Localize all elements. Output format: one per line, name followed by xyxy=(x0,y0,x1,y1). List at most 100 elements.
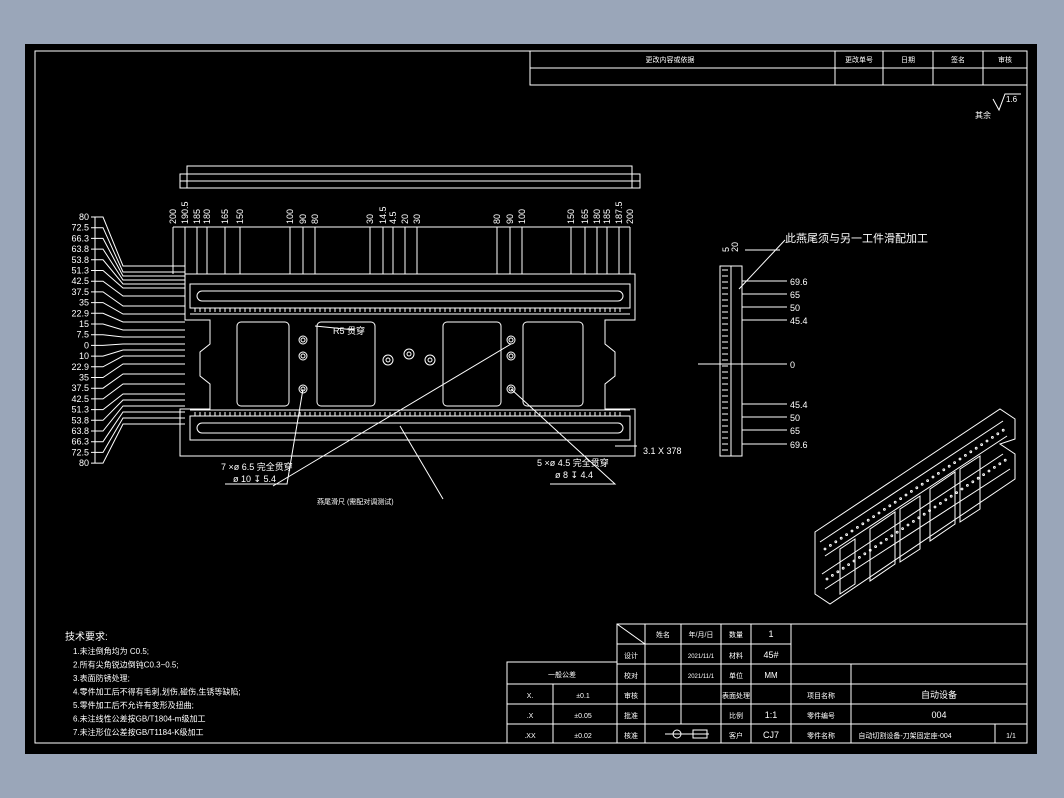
rev-change-no: 更改单号 xyxy=(845,55,873,64)
tb-design: 设计 xyxy=(624,651,638,660)
tb-check-date: 2021/11/1 xyxy=(688,674,715,680)
hole1-counterbore: ø 10 ↧ 5.4 xyxy=(233,474,276,484)
tech-req-item: 7.未注形位公差按GB/T1184-K级加工 xyxy=(73,727,204,737)
front-view xyxy=(179,273,636,457)
left-dim-leader xyxy=(91,280,185,297)
left-dim-label: 72.5 xyxy=(71,447,89,457)
tb-unit-label: 单位 xyxy=(729,671,743,680)
right-dim-label: 45.4 xyxy=(790,400,808,410)
tb-material: 45# xyxy=(763,650,778,660)
isometric-teeth xyxy=(823,428,1007,581)
tb-material-label: 材料 xyxy=(729,651,743,660)
tol-value: ±0.1 xyxy=(576,693,590,700)
r5-leader xyxy=(314,325,356,331)
top-dim-label: 185 xyxy=(192,209,202,224)
side-top-dim-label: 5 xyxy=(721,247,731,252)
tb-scale: 1:1 xyxy=(765,710,778,720)
right-dimension-leaders xyxy=(742,280,787,445)
left-dim-leader xyxy=(91,349,185,357)
side-note-leader xyxy=(738,239,786,290)
tb-surface-label: 表面处理 xyxy=(722,691,750,700)
left-dim-leader xyxy=(91,363,185,378)
left-dim-label: 51.3 xyxy=(71,405,89,415)
left-dim-label: 63.8 xyxy=(71,426,89,436)
left-dim-leader xyxy=(91,312,185,323)
top-dim-label: 100 xyxy=(517,209,527,224)
top-edge-view xyxy=(179,165,641,189)
tb-partname-label: 零件名称 xyxy=(807,731,835,740)
top-dim-label: 100 xyxy=(285,209,295,224)
right-dim-label: 65 xyxy=(790,426,800,436)
tb-sheet: 1/1 xyxy=(1006,733,1016,740)
top-dim-label: 20 xyxy=(400,214,410,224)
right-dim-label: 65 xyxy=(790,290,800,300)
left-dim-leader xyxy=(91,227,185,273)
tb-partno-label: 零件编号 xyxy=(807,711,835,720)
hole1-spec: 7 ×ø 6.5 完全贯穿 xyxy=(221,461,293,472)
tb-name-hdr: 姓名 xyxy=(656,630,670,639)
left-dim-leader xyxy=(91,423,185,464)
dovetail-leader xyxy=(272,343,512,487)
tb-review: 审核 xyxy=(624,691,638,700)
drawing-border xyxy=(34,50,1028,744)
tb-date-hdr: 年/月/日 xyxy=(689,630,714,639)
tb-project: 自动设备 xyxy=(921,689,957,700)
left-dim-leader xyxy=(91,417,185,453)
roughness-value: 1.6 xyxy=(1006,95,1018,104)
left-dim-label: 22.9 xyxy=(71,308,89,318)
tech-req-item: 6.未注线性公差按GB/T1804-m级加工 xyxy=(73,714,205,724)
tol-key: .XX xyxy=(524,733,536,740)
left-dim-leader xyxy=(91,237,185,277)
left-dim-leader xyxy=(91,334,185,338)
rev-date: 日期 xyxy=(901,56,915,64)
tb-check: 校对 xyxy=(624,671,638,680)
r5-note: R5 贯穿 xyxy=(333,325,365,336)
left-dim-label: 66.3 xyxy=(71,233,89,243)
top-dim-label: 4.5 xyxy=(388,211,398,224)
hole1-leader xyxy=(225,388,304,485)
right-dim-label: 69.6 xyxy=(790,277,808,287)
side-top-dim-label: 20 xyxy=(730,242,740,252)
tb-project-label: 项目名称 xyxy=(807,691,835,700)
left-dim-leader xyxy=(91,383,185,400)
top-dim-label: 80 xyxy=(310,214,320,224)
side-view xyxy=(698,249,780,457)
left-dim-label: 66.3 xyxy=(71,437,89,447)
tb-design-date: 2021/11/1 xyxy=(688,654,715,660)
tb-customer-label: 客户 xyxy=(729,731,743,740)
left-dim-leader xyxy=(91,411,185,443)
side-view-teeth xyxy=(722,269,728,451)
left-dim-leader xyxy=(91,393,185,411)
left-dim-label: 35 xyxy=(79,373,89,383)
top-dim-label: 150 xyxy=(235,209,245,224)
top-dim-label: 90 xyxy=(505,214,515,224)
rev-approve: 审核 xyxy=(998,55,1012,64)
left-dim-leader xyxy=(91,405,185,432)
top-dim-label: 80 xyxy=(492,214,502,224)
tol-value: ±0.02 xyxy=(574,733,592,740)
left-dim-label: 37.5 xyxy=(71,287,89,297)
tb-partname: 自动切割设备-刀架固定座-004 xyxy=(858,731,951,740)
dovetail-note: 燕尾滑尺 (需配对调测试) xyxy=(317,497,394,506)
left-dim-leader xyxy=(91,373,185,389)
top-dim-label: 185 xyxy=(602,209,612,224)
top-dimension-leaders xyxy=(172,226,631,274)
left-dim-leader xyxy=(91,248,185,281)
right-dim-label: 69.6 xyxy=(790,440,808,450)
isometric-view xyxy=(814,408,1016,605)
tol-header: 一般公差 xyxy=(548,670,576,679)
top-dim-label: 30 xyxy=(412,214,422,224)
left-dim-label: 42.5 xyxy=(71,394,89,404)
hole2-counterbore: ø 8 ↧ 4.4 xyxy=(555,470,593,480)
tol-key: X. xyxy=(527,693,534,700)
top-dim-label: 30 xyxy=(365,214,375,224)
top-dim-label: 180 xyxy=(202,209,212,224)
left-dim-label: 15 xyxy=(79,319,89,329)
left-dim-label: 42.5 xyxy=(71,276,89,286)
top-dim-label: 180 xyxy=(592,209,602,224)
tb-qty: 1 xyxy=(768,629,773,639)
right-dim-label: 50 xyxy=(790,303,800,313)
top-dim-label: 150 xyxy=(566,209,576,224)
left-dim-leader xyxy=(91,259,185,285)
chamfer-note: 3.1 X 378 xyxy=(643,446,682,456)
